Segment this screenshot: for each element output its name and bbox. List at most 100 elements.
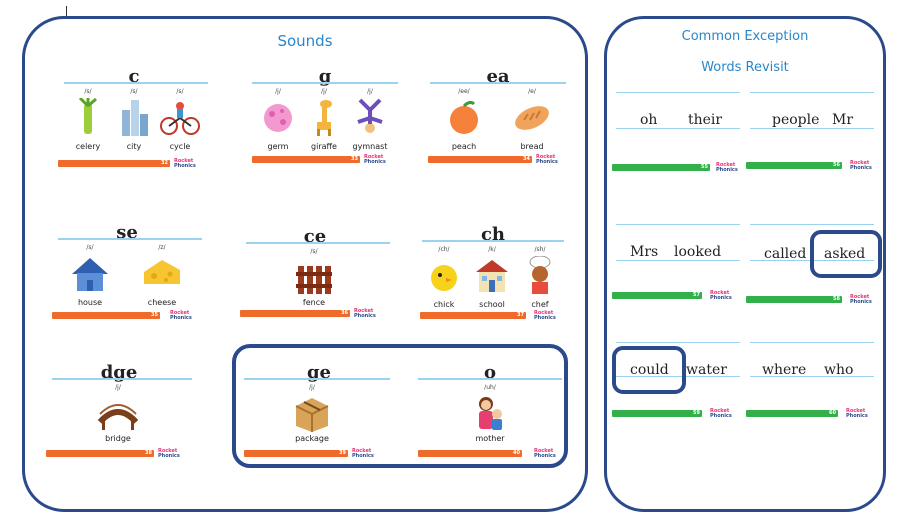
cursor-mark [66,6,67,20]
highlight-asked [810,230,882,278]
page-strip: 57 [612,292,702,299]
phoneme-label: /s/ [176,88,184,95]
highlight-ge-o [232,344,568,468]
page-strip: 56 [746,162,842,169]
cheese-icon [144,260,180,284]
page-number: 33 [351,156,358,162]
page-strip: 39 [244,450,348,457]
sound-card-c: c /s/ celery /s/ city /s/ cycle 32 Rocke… [58,66,210,174]
peach-icon [450,100,478,134]
exception-words-panel: Common Exception Words Revisit [604,16,886,512]
phoneme-label: /ch/ [438,246,450,253]
page-strip: 37 [420,312,526,319]
word-label: package [295,434,329,443]
grapheme-heading: g [318,66,332,87]
page-strip: 33 [252,156,360,163]
phoneme-label: /uh/ [484,384,496,391]
exception-word: could [630,362,669,378]
house-icon [72,258,108,291]
word-label: school [479,300,505,309]
phoneme-label: /ee/ [458,88,470,95]
grapheme-heading: o [483,362,496,383]
grapheme-heading: se [116,222,138,243]
fence-icon [296,266,332,294]
word-label: celery [75,142,101,151]
exception-word: their [688,112,723,128]
page-number: 59 [693,410,700,416]
page-strip: 35 [52,312,160,319]
cycle-icon [160,102,200,135]
phoneme-label: /s/ [86,244,94,251]
city-icon [122,100,148,136]
word-label: chick [433,300,455,309]
page-number: 32 [161,160,168,166]
word-label: fence [302,298,326,307]
word-label: house [77,298,103,307]
page-strip: 32 [58,160,170,167]
package-icon [295,398,329,432]
page-number: 39 [339,450,346,456]
page-strip: 34 [428,156,532,163]
celery-icon [78,98,97,134]
page-number: 40 [513,450,520,456]
grapheme-heading: ge [306,362,332,383]
mother-icon [479,397,502,430]
page-strip: 55 [612,164,710,171]
page-number: 58 [833,296,840,302]
exceptions-title-line1: Common Exception [681,29,809,44]
exception-word: oh [640,112,658,128]
word-label: germ [267,142,289,151]
chick-icon [431,265,457,291]
word-label: bridge [105,434,131,443]
phoneme-label: /j/ [275,88,281,95]
exception-word: called [764,246,807,262]
word-label: peach [451,142,477,151]
giraffe-icon [317,100,332,136]
page-strip: 59 [612,410,702,417]
phoneme-label: /s/ [84,88,92,95]
germ-icon [264,104,292,132]
word-label: bread [520,142,544,151]
page-number: 60 [829,410,836,416]
bridge-icon [98,404,138,430]
page-number: 34 [523,156,530,162]
highlight-could [612,346,686,394]
sound-card-ch: ch /ch/ chick /k/ school /sh/ chef 37 Ro… [420,222,566,328]
phoneme-label: /sh/ [534,246,546,253]
grapheme-heading: ea [486,66,510,87]
exception-word: who [824,362,854,378]
phoneme-label: /k/ [488,246,496,253]
page-strip: 40 [418,450,522,457]
page-strip: 38 [46,450,154,457]
word-label: giraffe [311,142,337,151]
exception-word: Mr [832,112,854,128]
phoneme-label: /e/ [528,88,536,95]
page-number: 35 [151,312,158,318]
exception-word: Mrs [630,244,659,260]
word-label: city [126,142,142,151]
word-label: cycle [169,142,191,151]
phoneme-label: /s/ [130,88,138,95]
bread-icon [515,106,549,130]
phoneme-label: /j/ [309,384,315,391]
exception-word: water [686,362,727,378]
